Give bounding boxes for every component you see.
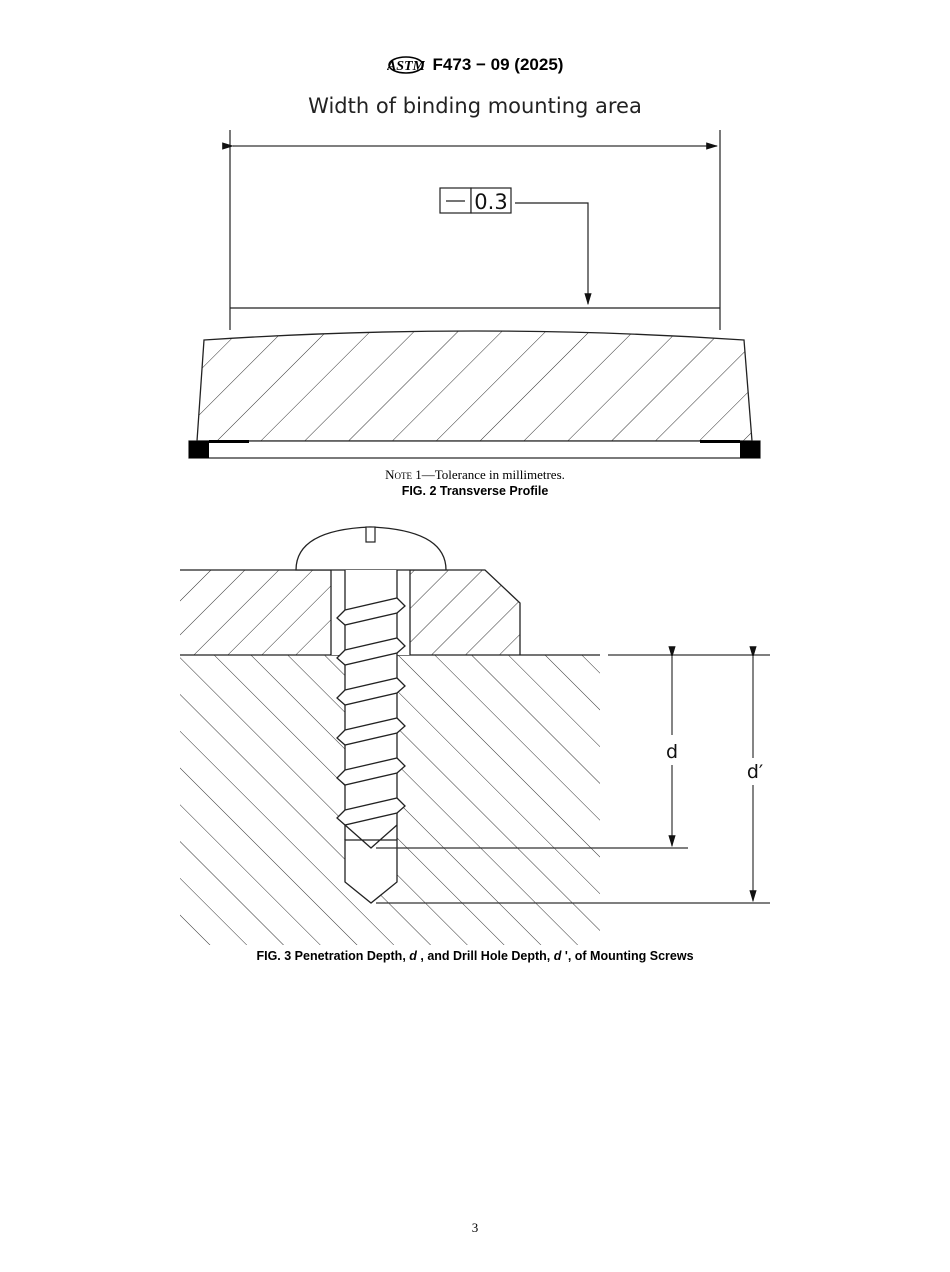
note-text: 1—Tolerance in millimetres. bbox=[412, 467, 565, 482]
svg-text:ASTM: ASTM bbox=[387, 59, 425, 74]
page-header: ASTM F473 − 09 (2025) bbox=[0, 50, 950, 85]
figure2-caption: FIG. 2 Transverse Profile bbox=[401, 484, 549, 498]
caption-var-d-prime: d bbox=[553, 949, 562, 963]
label-d: d bbox=[666, 741, 678, 763]
astm-logo-icon: ASTM bbox=[387, 56, 425, 74]
caption-var-d: d bbox=[409, 949, 417, 963]
figure3-caption: FIG. 3 Penetration Depth, d , and Drill … bbox=[0, 949, 950, 963]
figure2-note: Note 1—Tolerance in millimetres. bbox=[0, 467, 950, 483]
document-id: F473 − 09 (2025) bbox=[432, 55, 564, 74]
caption-part: , and Drill Hole Depth, bbox=[416, 949, 554, 963]
figure3-screw-depth-drawing: d d′ bbox=[180, 526, 770, 945]
label-d-prime: d′ bbox=[747, 761, 763, 783]
note-prefix: Note bbox=[385, 467, 412, 482]
figure2-transverse-profile-drawing: 0.3 bbox=[188, 130, 761, 459]
caption-part: FIG. 3 Penetration Depth, bbox=[256, 949, 410, 963]
figure2-dimension-label: Width of binding mounting area bbox=[308, 94, 642, 118]
page-number: 3 bbox=[471, 1220, 479, 1235]
caption-part: ', of Mounting Screws bbox=[561, 949, 694, 963]
tolerance-value: 0.3 bbox=[474, 190, 507, 214]
